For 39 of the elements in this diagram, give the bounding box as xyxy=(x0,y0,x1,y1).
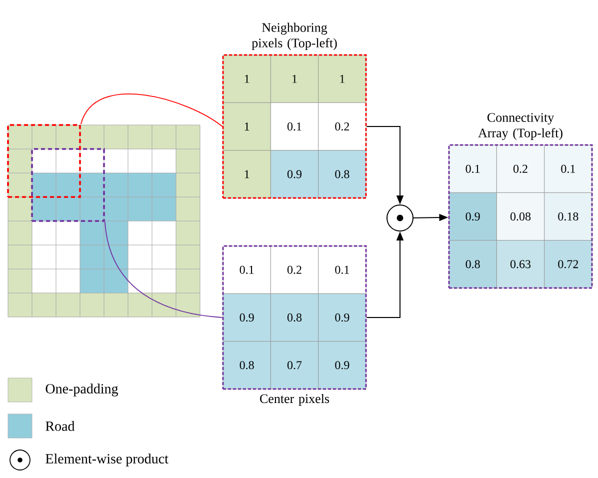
matrix-cell: 0.8 xyxy=(318,150,366,198)
window-box xyxy=(7,124,81,198)
connector-line xyxy=(80,93,223,127)
matrix-cell: 0.2 xyxy=(318,102,366,151)
matrix-cell: 0.1 xyxy=(448,144,497,193)
matrix-cell: 0.8 xyxy=(222,341,271,390)
connector-line xyxy=(104,221,223,318)
matrix-cell: 1 xyxy=(222,102,271,151)
matrix-cell: 0.9 xyxy=(318,293,366,342)
matrix-cell: 1 xyxy=(270,54,319,103)
matrix-cell: 0.9 xyxy=(222,293,271,342)
matrix-cell: 0.1 xyxy=(544,144,592,193)
legend-label: Road xyxy=(46,421,75,431)
matrix-cell: 0.1 xyxy=(270,102,319,151)
matrix-cell: 0.08 xyxy=(496,192,545,241)
node-label: Connectivity Array (Top-left) xyxy=(478,113,562,140)
pixel-grid-drawing xyxy=(8,124,200,318)
matrix-cell: 1 xyxy=(318,54,366,103)
matrix-cell: 0.9 xyxy=(448,192,497,241)
matrix-cell: 0.8 xyxy=(448,240,497,288)
legend-label: Element-wise product xyxy=(46,454,168,466)
matrix-cell: 1 xyxy=(222,54,271,103)
matrix-cell: 0.2 xyxy=(496,144,545,193)
window-box xyxy=(31,148,105,222)
matrix-cell: 0.2 xyxy=(270,246,319,294)
matrix-cell: 0.9 xyxy=(318,341,366,390)
product-operator-symbol xyxy=(386,204,414,232)
matrix-cell: 0.63 xyxy=(496,240,545,288)
node-label: Center pixels xyxy=(260,394,330,406)
matrix-cell: 0.1 xyxy=(318,246,366,294)
matrix-cell: 1 xyxy=(222,150,271,198)
matrix-cell: 0.18 xyxy=(544,192,592,241)
node-label: Neighboring pixels (Top-left) xyxy=(252,22,337,50)
matrix-cell: 0.72 xyxy=(544,240,592,288)
matrix-cell: 0.7 xyxy=(270,341,319,390)
matrix-cell: 0.9 xyxy=(270,150,319,198)
legend-label: One-padding xyxy=(46,384,118,396)
matrix-cell: 0.1 xyxy=(222,246,271,294)
matrix-cell: 0.8 xyxy=(270,293,319,342)
